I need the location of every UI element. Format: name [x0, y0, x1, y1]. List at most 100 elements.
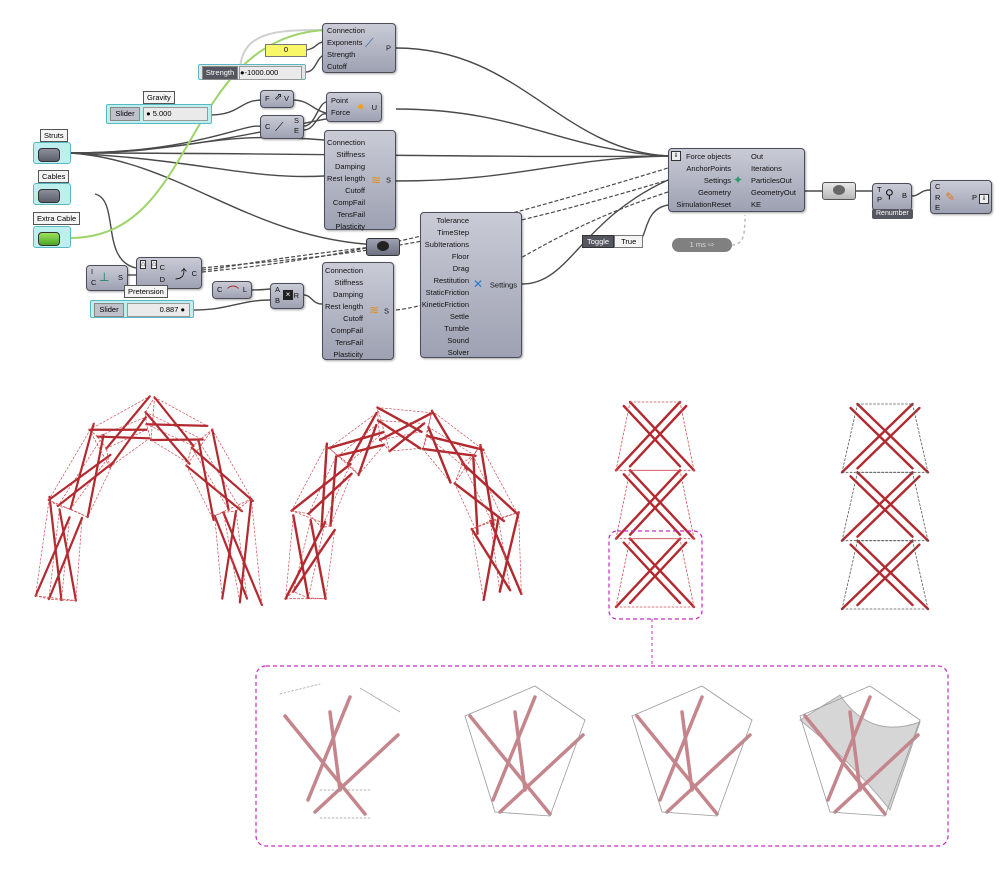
input-sound[interactable]: Sound: [447, 336, 469, 345]
cables-param[interactable]: [33, 183, 71, 205]
length-component[interactable]: C ⌒ L: [212, 281, 252, 299]
input-exponents[interactable]: Exponents: [327, 38, 363, 47]
output-particlesout[interactable]: ParticlesOut: [751, 176, 792, 185]
input-staticfriction[interactable]: StaticFriction: [425, 288, 469, 297]
input-c[interactable]: C: [217, 285, 223, 294]
input-cutoff[interactable]: Cutoff: [327, 62, 347, 71]
input-b[interactable]: B: [275, 296, 281, 305]
input-p[interactable]: P: [877, 195, 883, 204]
lunchbox-component[interactable]: I C ⊥ S: [86, 265, 128, 291]
input-connection[interactable]: Connection: [325, 266, 363, 275]
output-p[interactable]: P: [971, 193, 977, 202]
gravity-slider[interactable]: Slider ● 5.000: [106, 104, 212, 124]
input-cutoff[interactable]: Cutoff: [345, 186, 365, 195]
output-b[interactable]: B: [901, 191, 907, 200]
input-force[interactable]: Force: [331, 108, 351, 117]
input-tensfail[interactable]: TensFail: [337, 210, 365, 219]
input-connection[interactable]: Connection: [327, 138, 365, 147]
input-f[interactable]: F: [265, 94, 270, 103]
input-damping[interactable]: Damping: [334, 162, 365, 171]
input-rest-length[interactable]: Rest length: [325, 302, 363, 311]
input-strength[interactable]: Strength: [327, 50, 356, 59]
spring-component-2[interactable]: Connection Stiffness Damping Rest length…: [322, 262, 394, 360]
input-c[interactable]: C: [265, 122, 271, 131]
input-settle[interactable]: Settle: [449, 312, 469, 321]
output-r[interactable]: R: [293, 291, 299, 300]
input-timestep[interactable]: TimeStep: [437, 228, 469, 237]
input-subiterations[interactable]: SubIterations: [424, 240, 469, 249]
input-c[interactable]: C: [935, 182, 941, 191]
output-u[interactable]: U: [371, 103, 377, 112]
input-plasticity[interactable]: Plasticity: [333, 350, 363, 359]
input-damping[interactable]: Damping: [332, 290, 363, 299]
input-r[interactable]: R: [935, 193, 941, 202]
pretension-slider[interactable]: Slider 0.887 ●: [90, 300, 194, 318]
geometry-param[interactable]: [822, 182, 856, 200]
output-s[interactable]: S: [293, 116, 299, 125]
input-c[interactable]: C: [159, 263, 165, 272]
slider-track[interactable]: ● 5.000: [143, 107, 208, 121]
multiply-component[interactable]: A B × R: [270, 283, 304, 309]
output-c[interactable]: C: [191, 269, 197, 278]
struts-param[interactable]: [33, 142, 71, 164]
input-d[interactable]: D: [159, 275, 165, 284]
input-compfail[interactable]: CompFail: [332, 198, 365, 207]
extra-cable-param[interactable]: [33, 226, 71, 248]
timer-component[interactable]: 1 ms ⇨: [672, 238, 732, 252]
settings-component[interactable]: Tolerance TimeStep SubIterations Floor D…: [420, 212, 522, 358]
input-cutoff[interactable]: Cutoff: [343, 314, 363, 323]
shift-list-component[interactable]: ⌂ ⌂ C D ⤴ C: [136, 257, 202, 289]
input-anchorpoints[interactable]: AnchorPoints: [686, 164, 731, 173]
kangaroo-component[interactable]: ⇓ Force objects AnchorPoints Settings Ge…: [668, 148, 805, 212]
input-t[interactable]: T: [877, 185, 882, 194]
endpoints-component[interactable]: C ⟋ S E: [260, 115, 304, 139]
anchor-component[interactable]: Connection Exponents Strength Cutoff ⟋ P: [322, 23, 396, 73]
spring-component-1[interactable]: Connection Stiffness Damping Rest length…: [324, 130, 396, 231]
input-settings[interactable]: Settings: [703, 176, 731, 185]
toggle-value[interactable]: True: [614, 235, 644, 248]
input-force-objects[interactable]: Force objects: [685, 152, 731, 161]
input-plasticity[interactable]: Plasticity: [335, 222, 365, 231]
output-settings[interactable]: Settings: [489, 280, 517, 290]
input-connection[interactable]: Connection: [327, 26, 365, 35]
output-geometryout[interactable]: GeometryOut: [751, 188, 797, 197]
input-geometry[interactable]: Geometry: [698, 188, 731, 197]
output-iterations[interactable]: Iterations: [751, 164, 782, 173]
input-c[interactable]: C: [91, 278, 97, 287]
input-restitution[interactable]: Restitution: [433, 276, 469, 285]
input-point[interactable]: Point: [331, 96, 349, 105]
input-stiffness[interactable]: Stiffness: [334, 278, 363, 287]
input-tolerance[interactable]: Tolerance: [436, 216, 469, 225]
slider-track[interactable]: ●-1000.000: [239, 66, 302, 80]
input-simulationreset[interactable]: SimulationReset: [676, 200, 731, 209]
input-floor[interactable]: Floor: [451, 252, 469, 261]
unary-force-component[interactable]: Point Force ● U: [326, 92, 382, 122]
output-v[interactable]: V: [283, 94, 289, 103]
input-solver[interactable]: Solver: [447, 348, 469, 357]
vector-component[interactable]: F ⇗ V: [260, 90, 294, 108]
output-s[interactable]: S: [117, 273, 123, 282]
menu-icon[interactable]: ⇓: [671, 151, 681, 161]
slider-track[interactable]: 0.887 ●: [127, 303, 190, 317]
menu-icon[interactable]: ⇓: [979, 194, 989, 204]
output-s[interactable]: S: [383, 306, 389, 316]
input-e[interactable]: E: [935, 203, 941, 212]
curve-param[interactable]: [366, 238, 400, 256]
output-out[interactable]: Out: [751, 152, 764, 161]
output-ke[interactable]: KE: [751, 200, 762, 209]
input-compfail[interactable]: CompFail: [330, 326, 363, 335]
endpoints-output-component[interactable]: C R E ✎ P ⇓: [930, 180, 992, 214]
value-panel[interactable]: 0: [265, 44, 307, 57]
input-kineticfriction[interactable]: KineticFriction: [421, 300, 469, 309]
input-a[interactable]: A: [275, 285, 281, 294]
output-l[interactable]: L: [242, 285, 247, 294]
input-tumble[interactable]: Tumble: [444, 324, 469, 333]
input-drag[interactable]: Drag: [452, 264, 469, 273]
output-e[interactable]: E: [293, 126, 299, 135]
output-s[interactable]: S: [385, 175, 391, 185]
output-p[interactable]: P: [385, 43, 391, 53]
input-rest-length[interactable]: Rest length: [327, 174, 365, 183]
input-i[interactable]: I: [91, 267, 94, 276]
